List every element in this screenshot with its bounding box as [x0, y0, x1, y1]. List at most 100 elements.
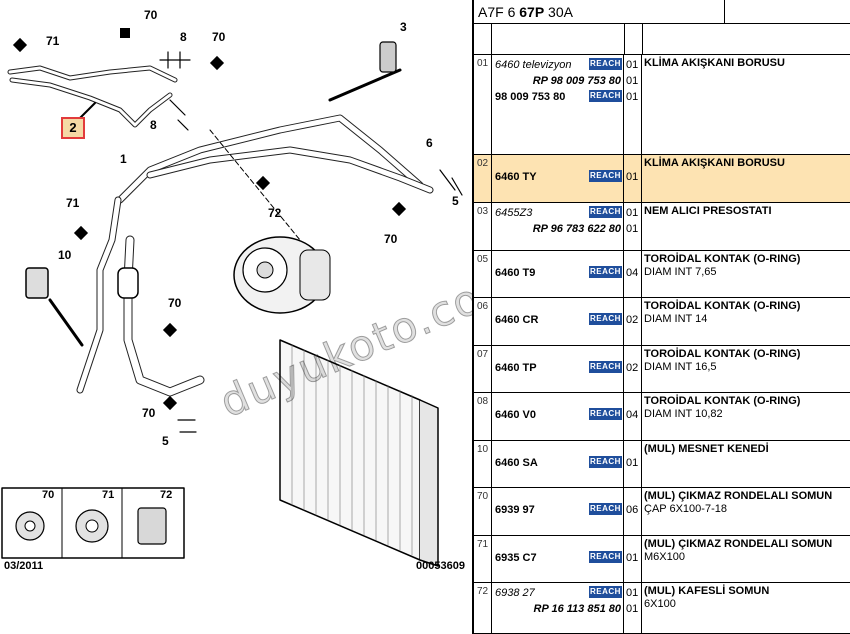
reach-badge: REACH [589, 456, 622, 468]
quantity-value: 02 [626, 314, 639, 326]
callout-70[interactable]: 70 [168, 296, 182, 310]
part-reference-cell: 6460 V0 REACH [493, 393, 624, 440]
callout-2-selected[interactable]: 2 [61, 117, 85, 139]
reach-badge: REACH [589, 503, 622, 515]
part-title: (MUL) MESNET KENEDİ [644, 443, 769, 455]
quantity-value: 04 [626, 409, 639, 421]
part-number[interactable]: 6460 SA [495, 457, 538, 469]
part-reference-cell: 6460 SA REACH [493, 441, 624, 487]
part-reference-cell: 6939 97 REACH [493, 488, 624, 535]
replacement-part-number[interactable]: RP 16 113 851 80 [533, 603, 621, 615]
item-number: 06 [474, 298, 492, 345]
part-title: TOROİDAL KONTAK (O-RING) [644, 395, 801, 407]
replacement-part-number[interactable]: RP 98 009 753 80 [532, 75, 621, 87]
item-number: 71 [474, 536, 492, 582]
reach-badge: REACH [589, 58, 622, 70]
part-number[interactable]: 6938 27 [495, 587, 535, 599]
item-number: 05 [474, 251, 492, 297]
item-number: 08 [474, 393, 492, 440]
part-number[interactable]: 6460 T9 [495, 267, 536, 279]
quantity-value: 01 [626, 587, 639, 599]
reference-suffix: 30A [544, 4, 573, 20]
item-number: 70 [474, 488, 492, 535]
part-detail: DIAM INT 10,82 [644, 408, 723, 420]
part-detail: M6X100 [644, 551, 685, 563]
part-title: KLİMA AKIŞKANI BORUSU [644, 57, 785, 69]
reach-badge: REACH [589, 361, 622, 373]
part-number[interactable]: 6935 C7 [495, 552, 537, 564]
part-description: TOROİDAL KONTAK (O-RING)DIAM INT 10,82 [644, 395, 850, 421]
callout-70[interactable]: 70 [144, 8, 158, 22]
callout-5[interactable]: 5 [162, 434, 169, 448]
part-detail: DIAM INT 14 [644, 313, 708, 325]
callout-70[interactable]: 70 [384, 232, 398, 246]
reference-bold: 67P [519, 4, 545, 20]
part-number[interactable]: 6939 97 [495, 504, 535, 516]
part-title: KLİMA AKIŞKANI BORUSU [644, 157, 785, 169]
reach-badge: REACH [589, 408, 622, 420]
legend-label-70: 70 [42, 489, 55, 501]
part-number[interactable]: 6460 V0 [495, 409, 536, 421]
part-number[interactable]: 6460 CR [495, 314, 539, 326]
item-number: 02 [474, 155, 492, 202]
quantity-value: 04 [626, 267, 639, 279]
part-description: TOROİDAL KONTAK (O-RING)DIAM INT 7,65 [644, 253, 850, 279]
callout-72[interactable]: 72 [268, 206, 282, 220]
quantity-cell: 04 [624, 251, 642, 297]
header-divider [724, 0, 725, 24]
reach-badge: REACH [589, 313, 622, 325]
quantity-value: 01 [626, 603, 639, 615]
part-title: TOROİDAL KONTAK (O-RING) [644, 300, 801, 312]
table-spacer-row [474, 24, 850, 55]
part-number[interactable]: 6455Z3 [495, 207, 533, 219]
callout-8[interactable]: 8 [150, 118, 157, 132]
part-description: (MUL) MESNET KENEDİ [644, 443, 850, 456]
item-number: 10 [474, 441, 492, 487]
legend-label-72: 72 [160, 489, 173, 501]
quantity-cell: 02 [624, 298, 642, 345]
part-title: (MUL) ÇIKMAZ RONDELALI SOMUN [644, 490, 833, 502]
reach-badge: REACH [589, 551, 622, 563]
part-reference-cell: 6460 CR REACH [493, 298, 624, 345]
part-number[interactable]: 6460 TY [495, 171, 537, 183]
quantity-value: 02 [626, 362, 639, 374]
part-title: (MUL) KAFESLİ SOMUN [644, 585, 770, 597]
callout-3[interactable]: 3 [400, 20, 407, 34]
callout-6[interactable]: 6 [426, 136, 433, 150]
callout-70[interactable]: 70 [142, 406, 156, 420]
callout-71[interactable]: 71 [46, 34, 60, 48]
callout-1[interactable]: 1 [120, 152, 127, 166]
part-number[interactable]: 98 009 753 80 [495, 91, 566, 103]
part-description: KLİMA AKIŞKANI BORUSU [644, 157, 850, 170]
callout-71[interactable]: 71 [66, 196, 80, 210]
replacement-part-number[interactable]: RP 96 783 622 80 [532, 223, 621, 235]
callout-5[interactable]: 5 [452, 194, 459, 208]
part-number[interactable]: 6460 TP [495, 362, 537, 374]
part-reference-cell: 6935 C7 REACH [493, 536, 624, 582]
part-title: TOROİDAL KONTAK (O-RING) [644, 253, 801, 265]
reach-badge: REACH [589, 90, 622, 102]
part-number[interactable]: 6460 televizyon [495, 59, 572, 71]
parts-diagram: 70 71 8 70 3 2 8 1 6 72 5 71 70 10 70 70… [1, 8, 472, 572]
callout-70[interactable]: 70 [212, 30, 226, 44]
callout-8[interactable]: 8 [180, 30, 187, 44]
part-detail: DIAM INT 16,5 [644, 361, 717, 373]
callout-10[interactable]: 10 [58, 248, 72, 262]
